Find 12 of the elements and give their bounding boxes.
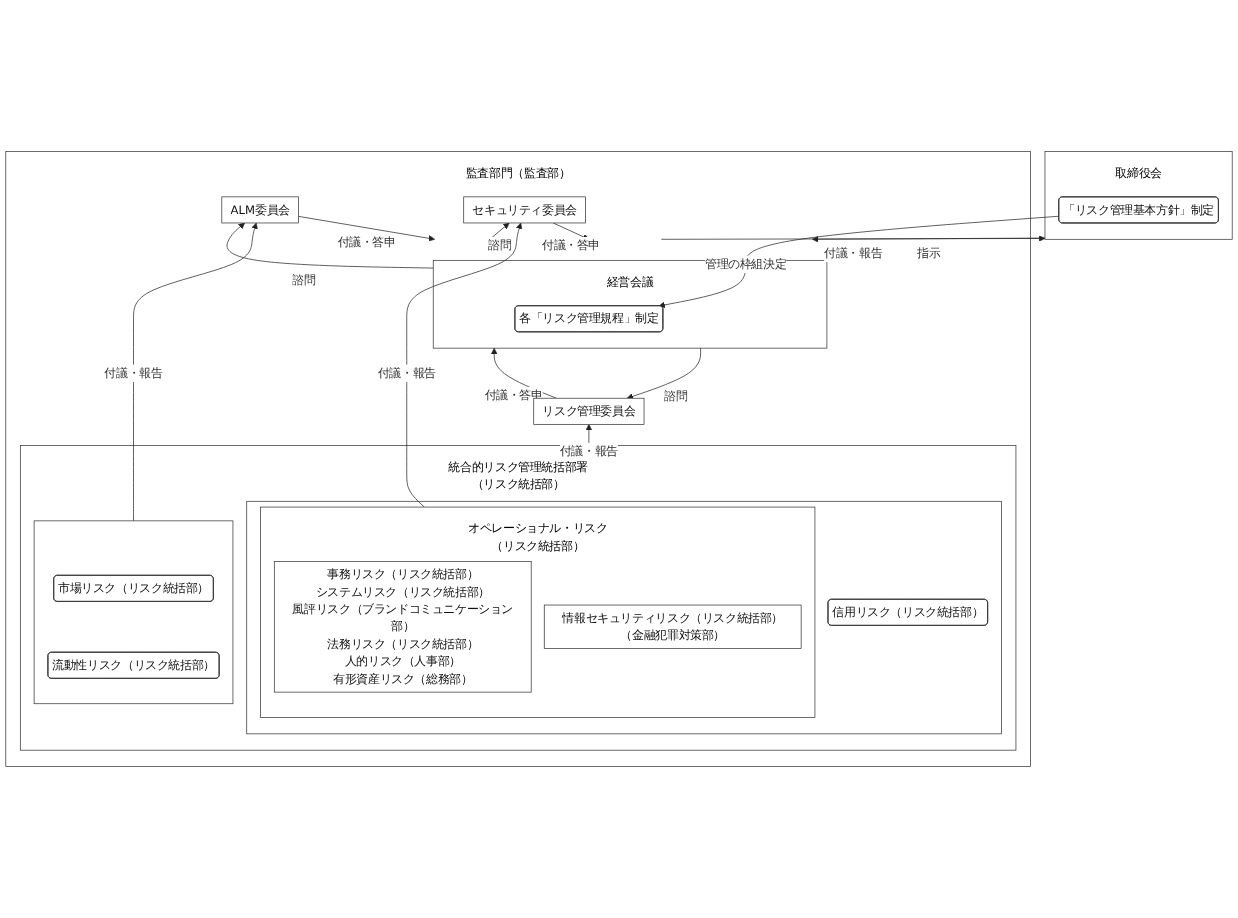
cluster	[33, 520, 234, 705]
cluster	[246, 500, 1002, 735]
cluster	[432, 260, 828, 349]
cluster	[260, 506, 816, 718]
cluster	[5, 151, 1031, 767]
node-box	[463, 196, 586, 224]
node-box	[273, 561, 532, 693]
cluster	[1044, 151, 1233, 240]
node-box	[543, 604, 802, 649]
node-box	[221, 196, 299, 224]
node-box	[533, 397, 645, 425]
cluster	[19, 445, 1017, 751]
